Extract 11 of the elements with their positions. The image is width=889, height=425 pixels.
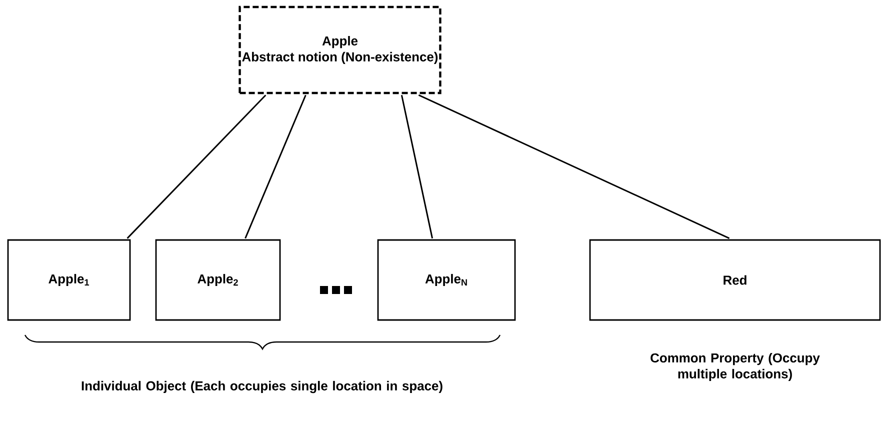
caption-text: Individual Object (Each occupies single location in space) — [82, 380, 442, 394]
caption-text: Common Property (Occupy multiple locations) — [650, 353, 820, 381]
connector-line — [400, 94, 434, 238]
object-box: Apple$_{1}$ — [7, 239, 131, 321]
object-box: Red — [589, 239, 881, 321]
concept-box: Apple Abstract notion (Non-existence) — [238, 6, 442, 94]
object-box: Apple$_{2}$ — [155, 239, 281, 321]
connector-line — [126, 94, 266, 239]
connector-line — [244, 94, 306, 239]
connector-line — [418, 94, 730, 239]
object-box: Apple$_{N}$ — [377, 239, 516, 321]
